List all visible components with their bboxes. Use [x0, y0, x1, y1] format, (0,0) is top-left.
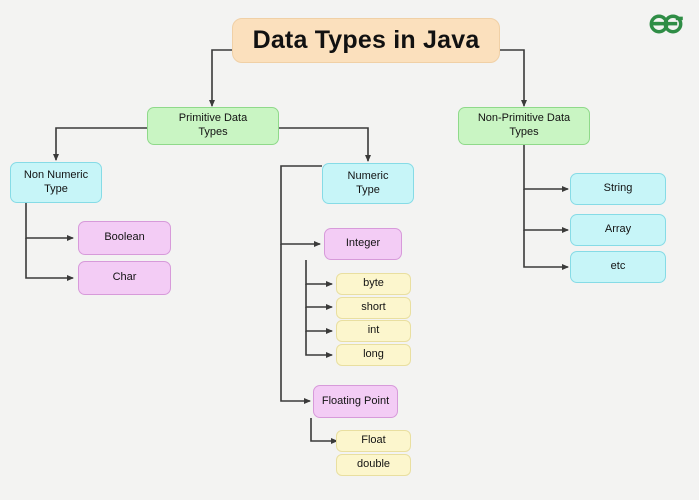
node-string[interactable]: String — [570, 173, 666, 205]
node-long[interactable]: long — [336, 344, 411, 366]
edge-nonprimitive-string — [523, 145, 569, 192]
node-array[interactable]: Array — [570, 214, 666, 246]
edge-primitive-nonnumeric — [53, 127, 147, 161]
edge-primitive-numeric — [279, 127, 371, 162]
edge-integer-long — [305, 331, 333, 358]
edge-integer-short — [305, 284, 333, 310]
node-etc[interactable]: etc — [570, 251, 666, 283]
edge-integer-byte — [305, 260, 333, 287]
node-short[interactable]: short — [336, 297, 411, 319]
edge-title-nonprimitive — [500, 49, 527, 107]
node-byte[interactable]: byte — [336, 273, 411, 295]
node-non-numeric-type[interactable]: Non Numeric Type — [10, 162, 102, 203]
node-primitive-data-types[interactable]: Primitive Data Types — [147, 107, 279, 145]
edge-nonprimitive-etc — [523, 230, 569, 270]
node-numeric-type[interactable]: Numeric Type — [322, 163, 414, 204]
edge-nonnumeric-char — [25, 238, 74, 281]
node-boolean[interactable]: Boolean — [78, 221, 171, 255]
edge-nonnumeric-boolean — [25, 203, 74, 241]
edge-numeric-floatingpoint — [280, 244, 311, 404]
edge-title-primitive — [209, 49, 232, 107]
edge-floatingpoint-float — [310, 418, 338, 444]
node-title: Data Types in Java — [232, 18, 500, 63]
edge-integer-int — [305, 307, 333, 334]
node-char[interactable]: Char — [78, 261, 171, 295]
node-floating-point[interactable]: Floating Point — [313, 385, 398, 418]
node-float[interactable]: Float — [336, 430, 411, 452]
node-integer[interactable]: Integer — [324, 228, 402, 260]
node-int[interactable]: int — [336, 320, 411, 342]
node-double[interactable]: double — [336, 454, 411, 476]
geeksforgeeks-logo — [649, 14, 683, 34]
node-non-primitive-data-types[interactable]: Non-Primitive Data Types — [458, 107, 590, 145]
edge-numeric-integer — [280, 165, 322, 247]
edge-nonprimitive-array — [523, 189, 569, 233]
